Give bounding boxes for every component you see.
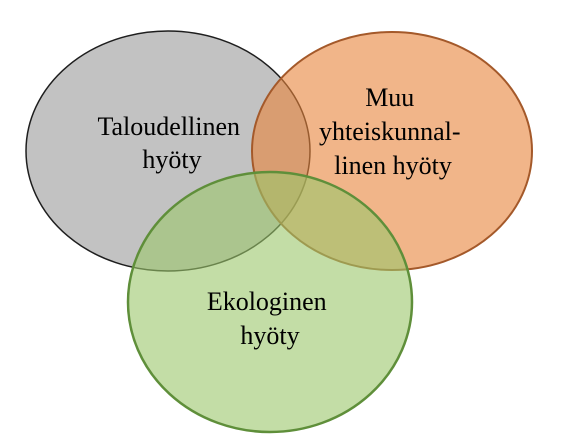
label-ekologinen: Ekologinen hyöty: [207, 287, 333, 350]
circle-ekologinen: [126, 170, 414, 434]
label-muu: Muu yhteiskunnal- linen hyöty: [319, 83, 467, 180]
label-taloudellinen: Taloudellinen hyöty: [97, 112, 246, 174]
